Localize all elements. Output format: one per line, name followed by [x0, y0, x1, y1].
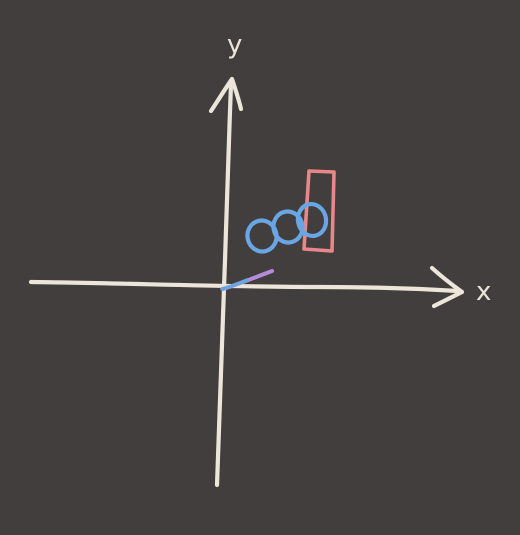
segment-start-highlight [220, 278, 249, 291]
blue-circle [271, 209, 305, 245]
coordinate-axes [28, 76, 465, 488]
y-axis-label: y [227, 30, 242, 60]
x-axis-label: x [476, 277, 491, 307]
y-axis-line [214, 81, 234, 488]
red-outline-rectangle [302, 169, 336, 253]
blue-circles-group [245, 201, 329, 254]
x-axis-arrowhead [429, 265, 465, 309]
blue-circle [295, 201, 329, 239]
y-axis-arrowhead [208, 76, 244, 114]
x-axis-line [28, 279, 461, 294]
